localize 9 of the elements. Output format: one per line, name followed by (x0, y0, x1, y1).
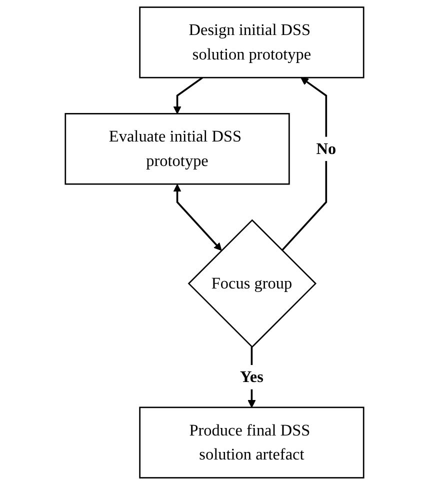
edge-label: No (316, 139, 336, 158)
arrow (281, 77, 328, 252)
edge-label: Yes (240, 368, 264, 386)
node-box: Design initial DSS solution prototype (139, 6, 364, 78)
node-box: Produce final DSS solution artefact (139, 406, 364, 478)
node-diamond: Focus group (188, 219, 317, 348)
node-box: Evaluate initial DSS prototype (64, 113, 290, 185)
arrow (173, 184, 222, 251)
arrow (173, 76, 204, 114)
